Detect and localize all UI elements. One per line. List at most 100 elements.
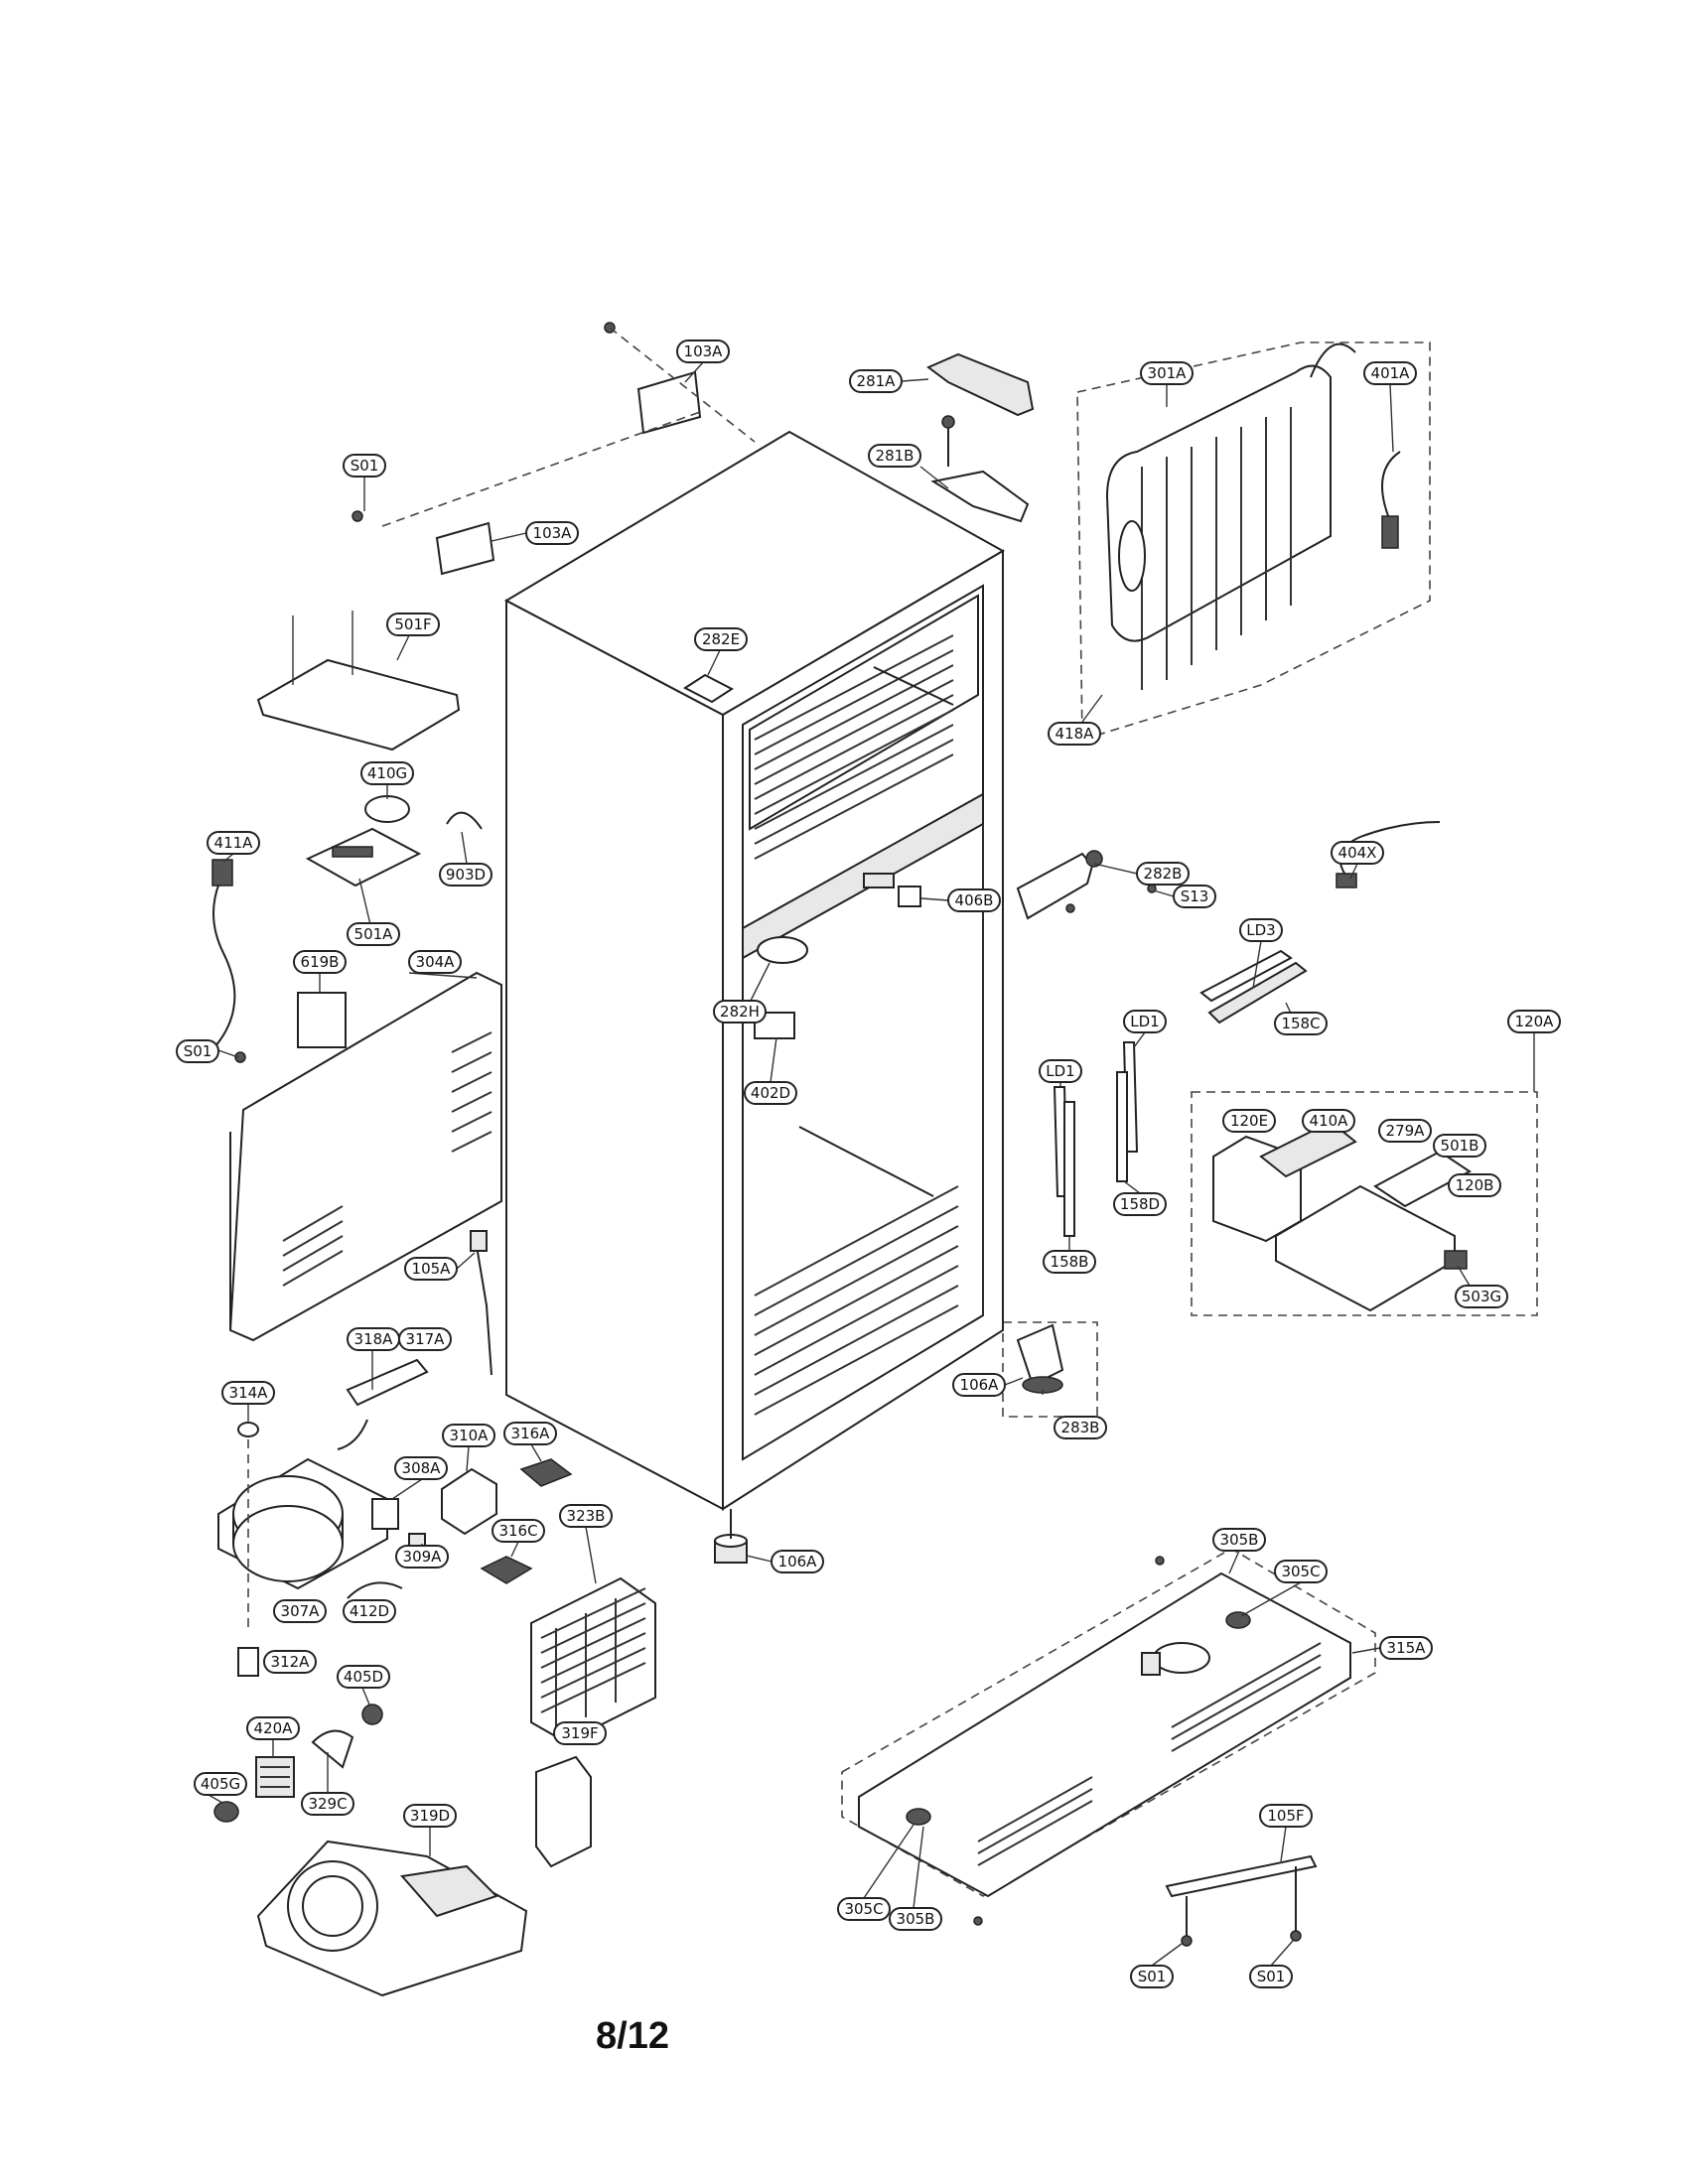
- label-282b: 282B: [1136, 862, 1190, 886]
- washer-405g: [213, 1801, 239, 1823]
- freezer-shelf: [749, 594, 979, 860]
- svg-text:312A: 312A: [271, 1653, 311, 1671]
- label-305c-top: 305C: [1274, 1560, 1328, 1583]
- thermal-317a-318a: [337, 1358, 429, 1450]
- svg-text:410A: 410A: [1310, 1112, 1349, 1130]
- cover-501f: [256, 658, 461, 751]
- svg-text:105A: 105A: [412, 1260, 452, 1278]
- svg-text:501B: 501B: [1441, 1137, 1479, 1155]
- hinge-bracket-group-box: [1002, 1321, 1098, 1418]
- svg-text:S01: S01: [184, 1042, 212, 1060]
- grille-319f: [535, 1755, 592, 1868]
- lower-hinge-283b: [1016, 1323, 1064, 1387]
- label-405d: 405D: [337, 1665, 390, 1689]
- refrigerator-cabinet: [503, 430, 1006, 1511]
- lamp-406b: [898, 886, 921, 907]
- label-418a: 418A: [1048, 722, 1101, 746]
- label-279a: 279A: [1378, 1119, 1432, 1143]
- label-s13: S13: [1173, 885, 1216, 908]
- label-s01-top: S01: [343, 454, 386, 478]
- svg-text:315A: 315A: [1387, 1639, 1427, 1657]
- label-305b-top: 305B: [1212, 1528, 1266, 1552]
- label-402d: 402D: [744, 1081, 797, 1105]
- svg-text:316C: 316C: [498, 1522, 537, 1540]
- svg-text:305C: 305C: [1281, 1563, 1320, 1580]
- label-312a: 312A: [263, 1650, 317, 1674]
- label-ld1-left: LD1: [1039, 1059, 1082, 1083]
- label-282h: 282H: [713, 1000, 767, 1024]
- svg-text:411A: 411A: [214, 834, 254, 852]
- label-158c: 158C: [1274, 1012, 1328, 1035]
- bracket-105f: [1165, 1854, 1318, 1947]
- svg-text:158C: 158C: [1281, 1015, 1320, 1032]
- svg-text:420A: 420A: [254, 1719, 294, 1737]
- svg-text:279A: 279A: [1386, 1122, 1426, 1140]
- svg-text:619B: 619B: [301, 953, 340, 971]
- label-501f: 501F: [386, 613, 440, 636]
- bracket-103a: [352, 322, 756, 576]
- svg-text:304A: 304A: [416, 953, 456, 971]
- svg-text:402D: 402D: [751, 1084, 790, 1102]
- svg-text:305B: 305B: [897, 1910, 935, 1928]
- drain-tube-105a: [476, 1245, 492, 1376]
- label-304a: 304A: [408, 950, 462, 974]
- compressor-307a: [217, 1439, 388, 1628]
- svg-text:158D: 158D: [1120, 1195, 1160, 1213]
- holder-158d: [1116, 1071, 1128, 1182]
- svg-text:501F: 501F: [394, 615, 431, 633]
- label-316c: 316C: [492, 1519, 545, 1543]
- svg-text:283B: 283B: [1061, 1419, 1100, 1436]
- svg-text:319D: 319D: [410, 1807, 450, 1825]
- leader-lines: [208, 361, 1535, 1967]
- label-105f: 105F: [1259, 1804, 1313, 1828]
- label-s01-bottom-right-2: S01: [1249, 1965, 1293, 1988]
- label-329c: 329C: [301, 1792, 354, 1816]
- ice-maker-120a: [1212, 1120, 1472, 1312]
- svg-text:401A: 401A: [1371, 364, 1411, 382]
- crisper-floor: [754, 1185, 959, 1416]
- svg-text:305B: 305B: [1220, 1531, 1259, 1549]
- label-405g: 405G: [194, 1772, 247, 1796]
- power-cord-411a: [183, 873, 236, 1059]
- svg-text:310A: 310A: [450, 1427, 490, 1444]
- label-301a: 301A: [1140, 361, 1194, 385]
- svg-text:405G: 405G: [201, 1775, 240, 1793]
- label-314a: 314A: [221, 1381, 275, 1405]
- label-420a: 420A: [246, 1716, 300, 1740]
- label-120a: 120A: [1507, 1010, 1561, 1033]
- fan-shroud-319d: [256, 1840, 528, 1997]
- grommet-314a: [237, 1422, 259, 1437]
- svg-text:103A: 103A: [533, 524, 573, 542]
- capacitor-410g: [364, 795, 410, 823]
- label-s01-bottom-right-1: S01: [1130, 1965, 1174, 1988]
- svg-text:314A: 314A: [229, 1384, 269, 1402]
- label-310a: 310A: [442, 1424, 495, 1447]
- label-ld3: LD3: [1239, 918, 1283, 942]
- svg-text:412D: 412D: [350, 1602, 389, 1620]
- evaporator-301a: [1105, 342, 1356, 690]
- svg-text:120B: 120B: [1456, 1176, 1494, 1194]
- wire-412d: [347, 1581, 403, 1599]
- hinge-282b: [1016, 852, 1094, 920]
- label-316a: 316A: [503, 1422, 557, 1445]
- svg-text:404X: 404X: [1338, 844, 1377, 862]
- label-305c-bottom: 305C: [837, 1897, 891, 1921]
- svg-text:282H: 282H: [720, 1003, 760, 1021]
- label-903d: 903D: [439, 863, 492, 887]
- grommet-312a: [237, 1647, 259, 1677]
- label-410g: 410G: [360, 761, 414, 785]
- rear-panel-304a: [228, 971, 502, 1342]
- label-308a: 308A: [394, 1456, 448, 1480]
- label-103a-top: 103A: [676, 340, 730, 363]
- label-319d: 319D: [403, 1804, 457, 1828]
- label-307a: 307A: [273, 1599, 327, 1623]
- svg-text:282B: 282B: [1144, 865, 1183, 883]
- svg-text:903D: 903D: [446, 866, 486, 884]
- svg-text:309A: 309A: [403, 1548, 443, 1566]
- label-315a: 315A: [1379, 1636, 1433, 1660]
- label-120b: 120B: [1448, 1173, 1501, 1197]
- pad-316c: [480, 1556, 533, 1584]
- label-501b: 501B: [1433, 1134, 1486, 1158]
- label-411a: 411A: [207, 831, 260, 855]
